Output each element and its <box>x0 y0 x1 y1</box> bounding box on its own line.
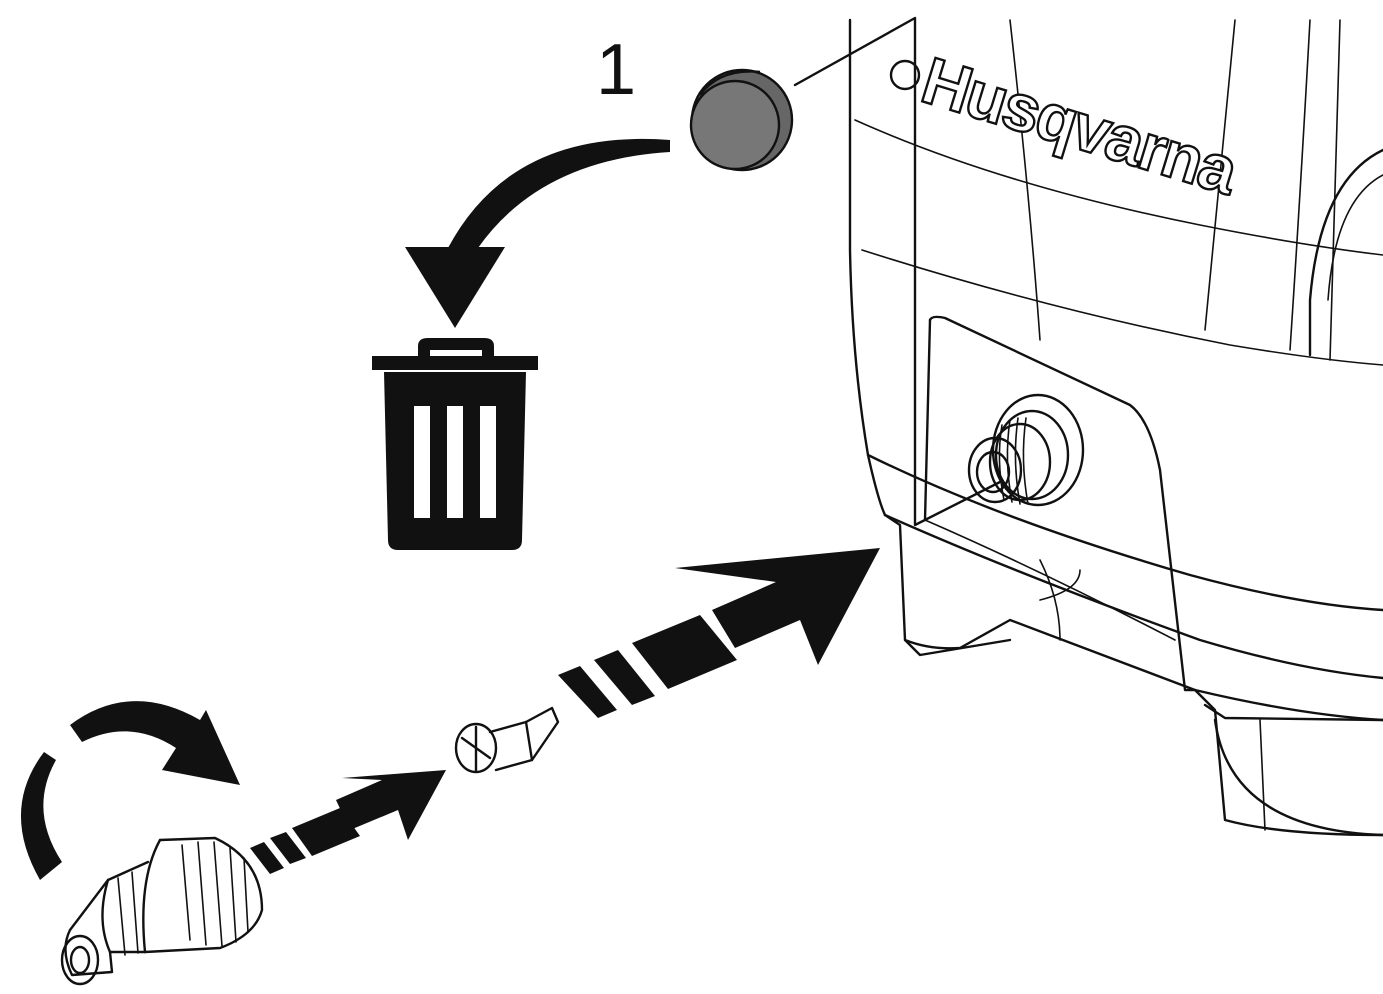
insert-arrow-large-icon <box>558 548 880 718</box>
outlet-cap <box>691 70 792 170</box>
callout-number: 1 <box>596 30 636 110</box>
pressure-washer-body: Husqvarna <box>795 18 1383 835</box>
brand-text: Husqvarna <box>914 43 1248 209</box>
discard-arrow-icon <box>405 139 670 328</box>
trash-bin-icon <box>372 338 538 550</box>
rotate-arrows-icon <box>21 701 240 880</box>
husqvarna-logo: Husqvarna <box>891 43 1248 209</box>
quick-coupler <box>62 838 262 984</box>
filter-insert <box>456 708 558 772</box>
insert-arrow-small-icon <box>250 770 446 874</box>
